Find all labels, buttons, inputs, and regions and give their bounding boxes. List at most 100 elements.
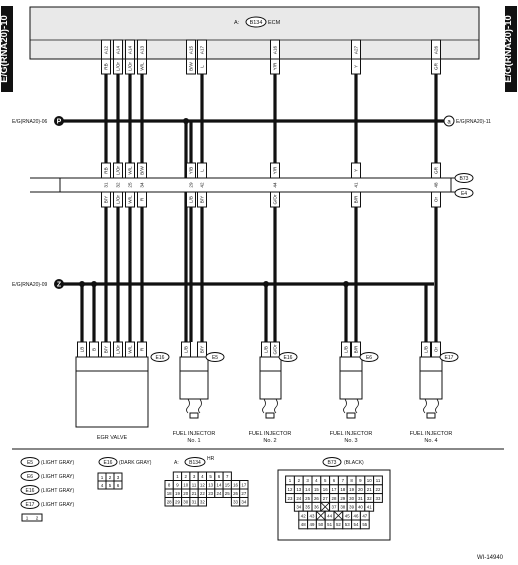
strip-pin-number: 42	[200, 182, 205, 188]
legend-b134-pin: 7	[226, 474, 229, 479]
strip-lower-code: Or	[434, 196, 439, 202]
legend-b73-pin: 18	[340, 487, 345, 492]
injector-number: No. 2	[263, 438, 276, 444]
ground-bus-left-ref: E/G(RNA20)-09	[12, 282, 48, 288]
legend-connector-desc: (LIGHT GRAY)	[41, 474, 74, 480]
egr-pin-code: LB	[80, 347, 85, 353]
injector-coil-icon	[343, 398, 359, 414]
legend-b73-pin: 17	[332, 487, 337, 492]
legend-b73-pin: 15	[314, 487, 319, 492]
strip-lower-code: L/B	[189, 196, 194, 203]
strip-lower-code: B/Y	[200, 196, 205, 203]
ecm-pin-number: A14	[116, 45, 121, 54]
strip-upper-code: B/W	[140, 166, 145, 175]
e4-label: E4	[461, 191, 467, 197]
injector-tip-icon	[426, 412, 436, 419]
injector-pin-code: L/B	[264, 346, 269, 353]
egr-valve-label: EGR VALVE	[97, 435, 128, 441]
legend-b73-pin: 36	[314, 505, 319, 510]
legend-b73-pin: 35	[305, 505, 310, 510]
legend-b134-pin: 21	[192, 491, 197, 496]
mini-connector-pin: 1	[26, 516, 29, 521]
legend-b134-pin: 27	[241, 491, 246, 496]
legend-b134-pin: 17	[241, 483, 246, 488]
legend-b73-pin: 55	[362, 522, 367, 527]
strip-lower-code-box	[113, 191, 123, 208]
legend-e16-oval	[98, 457, 118, 467]
legend-e16-desc: (DARK GRAY)	[119, 460, 152, 466]
legend-b73-pin: 33	[376, 496, 381, 501]
strip-lower-code: G/Or	[273, 194, 278, 204]
legend-b134-pin: 20	[183, 491, 188, 496]
legend-b134-pin: 13	[208, 483, 213, 488]
b73-label: B73	[460, 176, 469, 182]
egr-connector	[75, 356, 149, 372]
legend-b73-pin: 39	[349, 505, 354, 510]
legend-b73-pin: 49	[310, 522, 315, 527]
legend-b134-pin: 9	[176, 483, 179, 488]
strip-pin-number: 41	[354, 182, 359, 188]
legend-connector-desc: (LIGHT GRAY)	[41, 460, 74, 466]
injector-label: FUEL INJECTOR	[330, 431, 373, 437]
legend-connector-id: E5	[27, 460, 33, 466]
legend-connector-oval	[20, 499, 40, 509]
junction-dot	[183, 118, 189, 124]
legend-b73-pin: 51	[327, 522, 332, 527]
legend-connector-oval	[20, 471, 40, 481]
legend-b73-pin: 8	[350, 478, 353, 483]
egr-pin-code: B	[92, 348, 97, 351]
injector-connector-oval	[278, 352, 298, 362]
legend-b73-pin: 13	[296, 487, 301, 492]
legend-connector-id: E17	[26, 502, 35, 508]
legend-b134-id: B134	[189, 460, 201, 466]
ecm-wire-code: L	[200, 65, 205, 68]
strip-upper-code: RB	[104, 167, 109, 173]
legend-b134-pin: 33	[233, 500, 238, 505]
legend-b73-pin: 10	[367, 478, 372, 483]
injector-connector	[259, 356, 282, 372]
junction-dot	[79, 281, 85, 287]
legend-b73-pin: 3	[306, 478, 309, 483]
injector-body	[179, 370, 209, 400]
legend-b134-pin: 2	[185, 474, 188, 479]
legend-b73-pin: 45	[345, 513, 350, 518]
e4-label-oval	[454, 188, 474, 198]
ecm-pin-number: A26	[434, 45, 439, 54]
ecm-connector-oval	[245, 16, 267, 28]
egr-connector-oval	[150, 352, 170, 362]
egr-pin-code: W/L	[128, 345, 133, 354]
legend-b134-pin: 5	[209, 474, 212, 479]
strip-upper-code: Y	[354, 169, 359, 172]
legend-b73-pin: 19	[349, 487, 354, 492]
ecm-box	[29, 6, 480, 60]
legend-b134-prefix: A:	[174, 460, 179, 466]
strip-lower-code-box	[270, 191, 280, 208]
legend-b73-pin: 14	[305, 487, 310, 492]
legend-b134-pin: 26	[233, 491, 238, 496]
injector-connector-oval	[205, 352, 225, 362]
legend-b134-pin: 24	[217, 491, 222, 496]
legend-b73-pin: 43	[310, 513, 315, 518]
injector-pin-code: L/B	[344, 346, 349, 353]
legend-b134-suffix: HR	[207, 456, 215, 462]
legend-e16-cell	[113, 480, 123, 490]
injector-label: FUEL INJECTOR	[410, 431, 453, 437]
legend-b73-desc: (BLACK)	[344, 460, 364, 466]
ecm-wire-code: L/Or	[128, 62, 133, 71]
legend-connector-oval	[20, 485, 40, 495]
legend-b134-pin: 14	[217, 483, 222, 488]
injector-connector	[179, 356, 209, 372]
ecm-pin-number: A12	[104, 45, 109, 54]
injector-coil-icon	[186, 398, 202, 414]
ecm-pin-number: A27	[354, 45, 359, 54]
legend-b134-pin: 4	[201, 474, 204, 479]
legend-b73-cell	[359, 519, 370, 530]
legend-b134-oval	[184, 457, 206, 467]
injector-number: No. 4	[424, 438, 437, 444]
legend-b134-pin: 30	[183, 500, 188, 505]
ecm-name: ECM	[268, 20, 281, 26]
ecm-pin-number: A13	[140, 45, 145, 54]
strip-upper-code: GR	[434, 166, 439, 174]
junction-dot	[91, 281, 97, 287]
